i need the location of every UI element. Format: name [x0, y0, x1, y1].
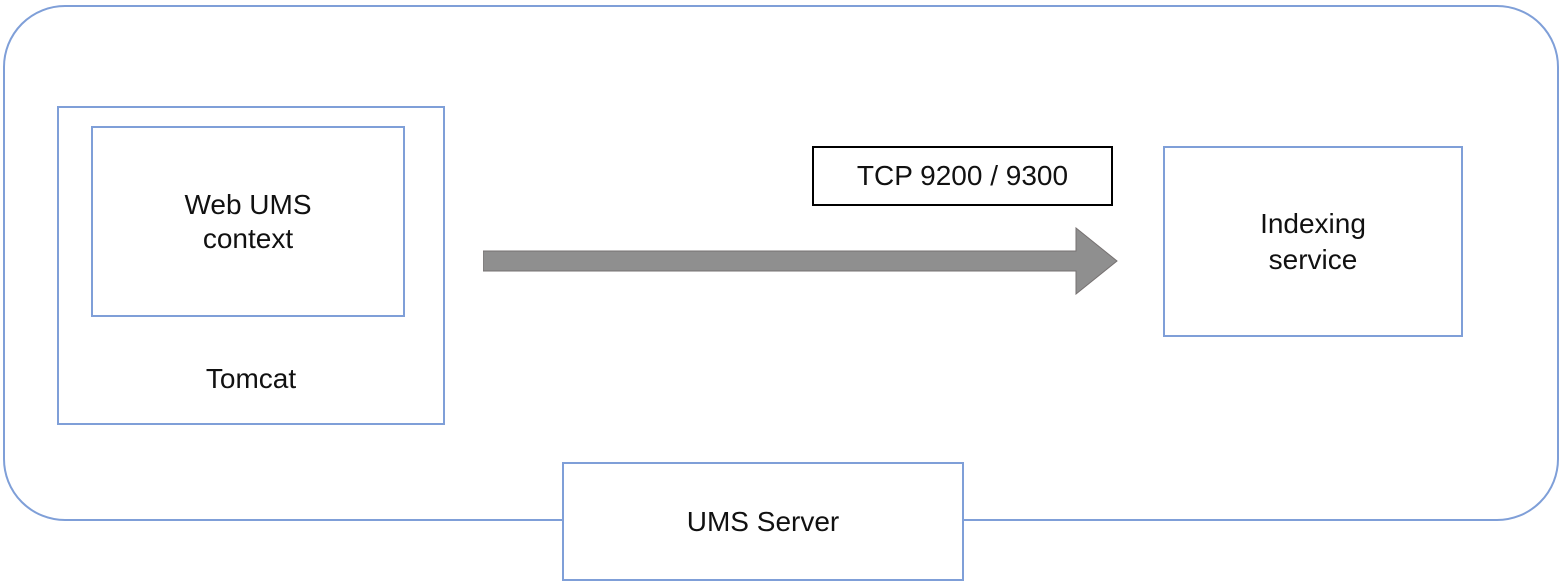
indexing-service-label-line2: service	[1268, 243, 1358, 275]
web-ums-context-label-line2: context	[202, 222, 294, 254]
indexing-service-label-line1: Indexing	[1260, 207, 1366, 239]
connection-port-label-box: TCP 9200 / 9300	[812, 146, 1113, 206]
indexing-service-node: Indexing service	[1163, 146, 1463, 337]
tomcat-label: Tomcat	[205, 363, 297, 394]
ums-server-node: UMS Server	[562, 462, 964, 581]
web-ums-context-label-line1: Web UMS	[184, 188, 312, 220]
right-arrow-icon	[483, 227, 1118, 295]
right-arrow-shape	[483, 227, 1118, 295]
connection-port-label: TCP 9200 / 9300	[856, 160, 1069, 191]
web-ums-context-node: Web UMS context	[91, 126, 405, 317]
ums-server-label: UMS Server	[686, 505, 840, 537]
